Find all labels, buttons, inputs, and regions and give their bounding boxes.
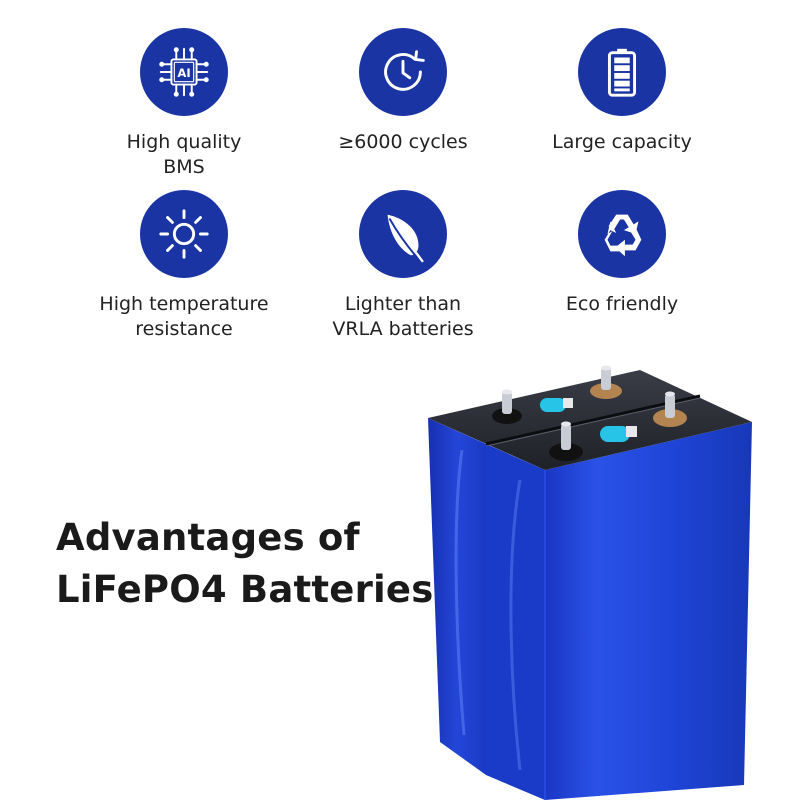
battery-cells-image [428, 365, 752, 800]
feature-label: High quality BMS [126, 131, 242, 178]
chip-text: AI [177, 66, 190, 80]
recycle-icon [578, 190, 666, 278]
feature-temperature: High temperature resistance [84, 190, 284, 342]
ai-chip-icon: AI [140, 28, 228, 116]
clock-cycle-icon [359, 28, 447, 116]
feather-icon [359, 190, 447, 278]
sun-icon [140, 190, 228, 278]
feature-eco: Eco friendly [522, 190, 722, 317]
feature-label: Large capacity [552, 131, 692, 153]
feature-label: ≥6000 cycles [338, 131, 468, 153]
feature-cycles: ≥6000 cycles [303, 28, 503, 155]
battery-level-icon [578, 28, 666, 116]
feature-label: High temperature resistance [99, 293, 269, 340]
feature-label: Lighter than VRLA batteries [332, 293, 474, 340]
feature-bms: AI High quality BMS [84, 28, 284, 180]
headline: Advantages of LiFePO4 Batteries [56, 516, 434, 611]
feature-capacity: Large capacity [522, 28, 722, 155]
feature-label: Eco friendly [565, 293, 679, 315]
feature-lighter: Lighter than VRLA batteries [303, 190, 503, 342]
